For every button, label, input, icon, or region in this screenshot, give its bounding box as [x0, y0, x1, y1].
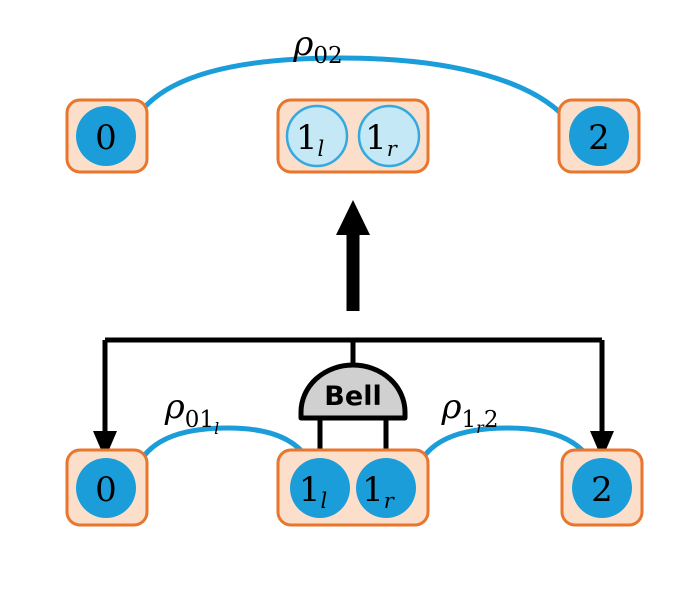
rho-1r2-label: ρ1r2: [441, 387, 499, 437]
bottom-stage: ρ01l ρ1r2 Bell 0: [65, 337, 644, 527]
bot-node-1[interactable]: 1l 1r: [276, 448, 430, 527]
top-qubit-2-label: 2: [588, 118, 610, 158]
classical-arrow-left-head: [93, 431, 117, 459]
top-node-0[interactable]: 0: [65, 98, 149, 174]
top-node-1[interactable]: 1l 1r: [276, 98, 430, 174]
link-rho-02: ρ02: [126, 24, 580, 136]
top-qubit-1r[interactable]: [357, 104, 421, 168]
bot-qubit-1r[interactable]: [356, 458, 416, 518]
swap-arrow-head: [336, 200, 370, 235]
classical-communication: [93, 337, 614, 459]
rho-01l-label: ρ01l: [164, 387, 219, 438]
bot-qubit-1l-label: 1l: [299, 470, 327, 513]
swap-arrow: [336, 200, 370, 311]
top-node-2[interactable]: 2: [557, 98, 641, 174]
bot-qubit-1r-label: 1r: [362, 470, 396, 513]
classical-arrow-right-head: [590, 431, 614, 459]
top-qubit-1l-label: 1l: [296, 118, 324, 161]
bot-node-2[interactable]: 2: [560, 448, 644, 527]
bot-qubit-0[interactable]: [76, 458, 136, 518]
bot-qubit-2[interactable]: [572, 458, 632, 518]
top-qubit-0-label: 0: [95, 118, 117, 158]
rho-02-label: ρ02: [292, 24, 342, 69]
bot-node-0[interactable]: 0: [65, 448, 149, 527]
rho-02-curve: [126, 55, 580, 136]
bell-gate-label: Bell: [324, 381, 381, 412]
bot-qubit-2-label: 2: [591, 470, 613, 510]
top-qubit-1r-label: 1r: [365, 118, 399, 161]
bell-gate-dome: [298, 362, 408, 421]
bot-qubit-0-label: 0: [95, 470, 117, 510]
bot-qubit-1l[interactable]: [290, 458, 350, 518]
top-qubit-1l[interactable]: [285, 104, 349, 168]
top-qubit-2[interactable]: [569, 106, 629, 166]
top-qubit-0[interactable]: [76, 106, 136, 166]
top-stage: ρ02 0 1l 1r: [65, 24, 641, 174]
